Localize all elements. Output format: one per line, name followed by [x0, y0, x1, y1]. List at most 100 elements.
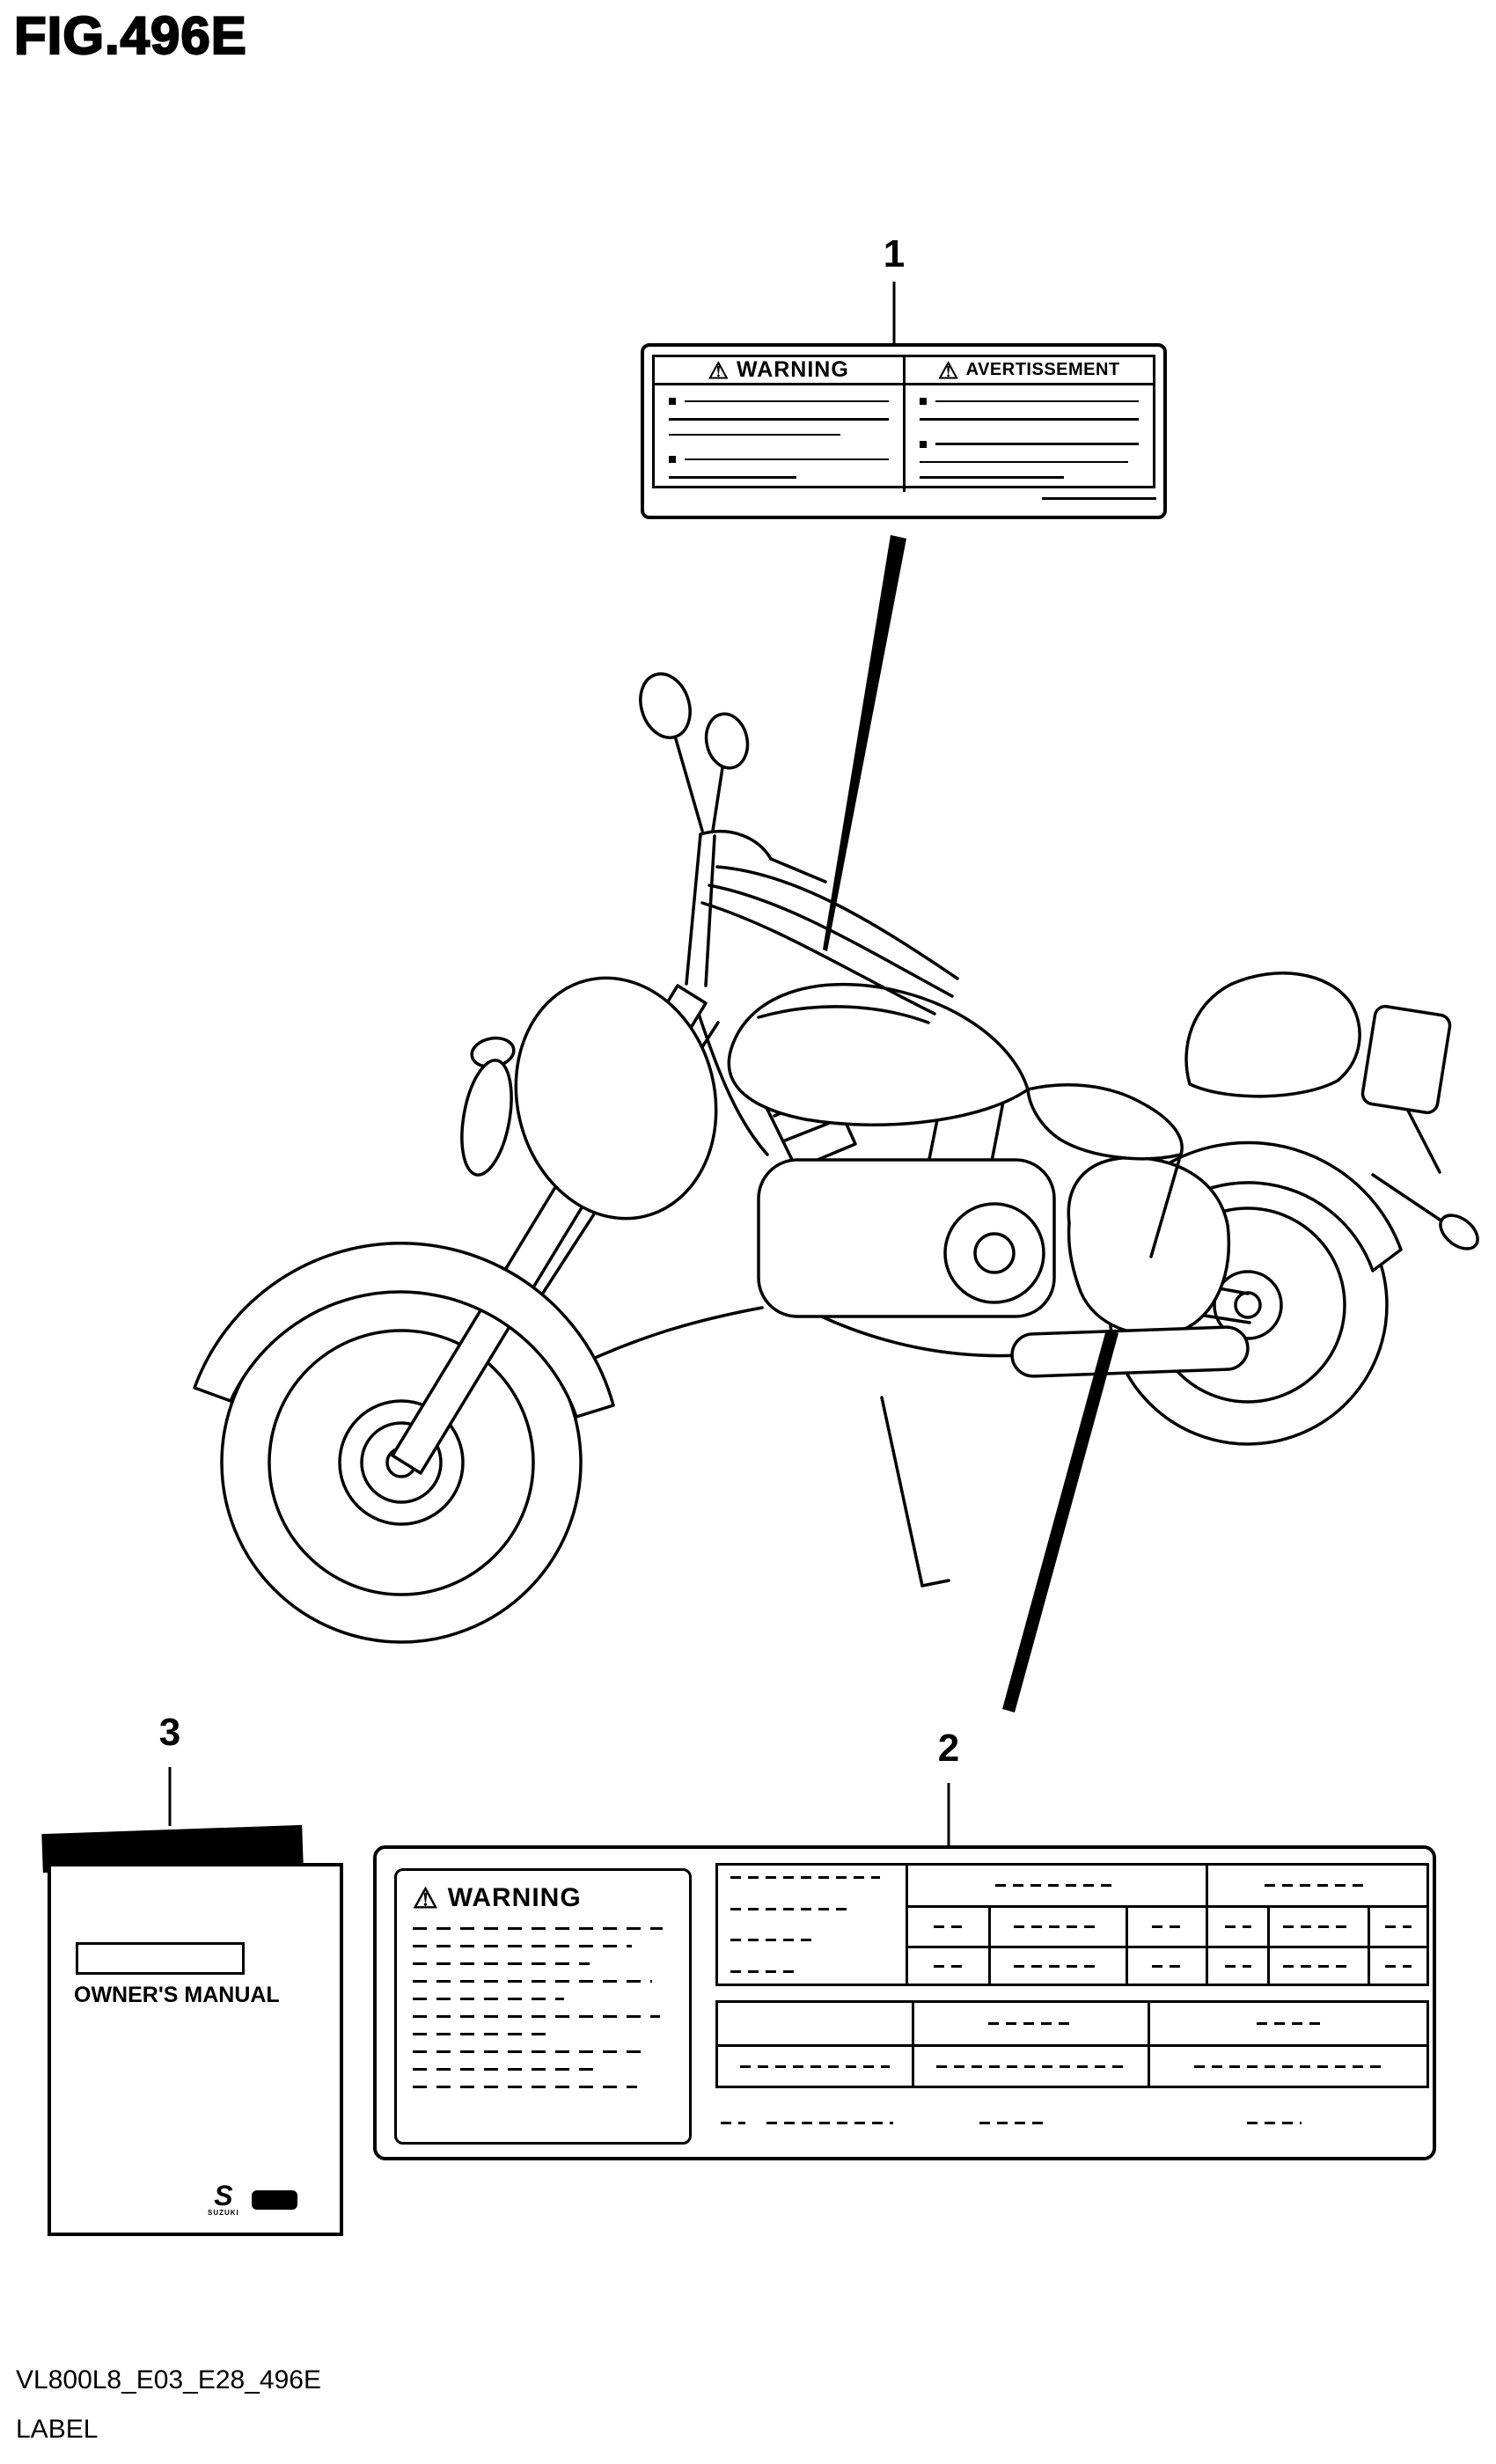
tire-table-rear-group [1206, 1866, 1426, 1984]
placeholder-text-line [1247, 2122, 1302, 2124]
placeholder-text-line [919, 460, 1140, 463]
warning-triangle-icon: ⚠ [937, 356, 959, 384]
placeholder-text-line [936, 2064, 1126, 2068]
placeholder-text-line [740, 2064, 890, 2068]
placeholder-text-line [413, 1998, 564, 2000]
placeholder-text-line [919, 418, 1139, 421]
kickstand [880, 1396, 950, 1588]
placeholder-text-line [730, 1907, 848, 1910]
warning-heading-en: ⚠ WARNING [655, 357, 903, 383]
placeholder-text-line [1224, 1925, 1251, 1928]
placeholder-text-line [1384, 1964, 1412, 1968]
tire-table-row-labels [718, 1866, 908, 1984]
placeholder-text-line [1224, 1964, 1251, 1968]
placeholder-text-line [413, 1945, 632, 1947]
callout-number-3: 3 [158, 1711, 181, 1754]
placeholder-text-line [919, 476, 1140, 479]
frame-downtube [695, 1007, 769, 1156]
placeholder-text-line [1265, 1884, 1370, 1887]
placeholder-text-line [995, 1884, 1118, 1887]
placeholder-text-line [987, 2022, 1074, 2025]
passenger-seat [1184, 972, 1361, 1098]
warning-triangle-icon: ⚠ [413, 1882, 439, 1914]
placeholder-text-line [413, 2015, 661, 2018]
placeholder-text-line [730, 1939, 817, 1942]
tire-spec-table-upper [715, 1863, 1429, 1986]
tire-warning-heading: WARNING [447, 1883, 582, 1912]
placeholder-text-line [730, 1876, 880, 1879]
warning-heading-fr: ⚠ AVERTISSEMENT [902, 356, 1154, 384]
side-panel [1067, 1155, 1231, 1337]
muffler [1010, 1325, 1250, 1378]
bullet-icon [919, 398, 927, 405]
tire-warning-box: ⚠ WARNING [394, 1868, 692, 2145]
placeholder-text-line [413, 2068, 601, 2071]
placeholder-text-line [1283, 1964, 1354, 1968]
bullet-icon [919, 440, 927, 448]
placeholder-signature-line [1042, 497, 1156, 500]
suzuki-wordmark: SUZUKI [208, 2208, 239, 2217]
mirrors [639, 672, 750, 832]
placeholder-text-line [919, 440, 1139, 448]
manual-cover-page: OWNER'S MANUAL S SUZUKI [48, 1863, 343, 2236]
footer-label: LABEL [16, 2415, 99, 2444]
manual-title-window [76, 1942, 245, 1975]
warning-label-inner-panel: ⚠ WARNING ⚠ AVERTISSEMENT [652, 355, 1155, 492]
warning-text-column-fr [902, 385, 1154, 492]
suzuki-s-mark: S [214, 2180, 233, 2211]
placeholder-text-line [766, 2122, 893, 2124]
placeholder-text-line [919, 398, 1139, 405]
placeholder-text-line [669, 476, 889, 479]
placeholder-text-line [413, 1927, 664, 1930]
callout-number-2: 2 [937, 1727, 960, 1770]
tire-table-front-group [908, 1866, 1206, 1984]
placeholder-text-line [979, 2122, 1046, 2124]
bullet-icon [669, 398, 676, 405]
placeholder-text-line [721, 2122, 745, 2124]
leader-wedge-1 [823, 535, 906, 951]
placeholder-text-line [730, 1969, 794, 1973]
placeholder-text-line [1257, 2022, 1320, 2025]
front-fender [193, 1242, 615, 1419]
tire-spec-table-lower [715, 2000, 1429, 2088]
fuel-tank [727, 982, 1030, 1126]
placeholder-text-line [1014, 1925, 1103, 1928]
headlight-cowl [514, 976, 718, 1221]
warning-triangle-icon: ⚠ [708, 356, 730, 384]
suzuki-logo: S SUZUKI [208, 2180, 239, 2217]
warning-heading-en-text: WARNING [736, 357, 849, 382]
exhaust-pipe [812, 1311, 1023, 1358]
placeholder-text-line [933, 1964, 964, 1968]
tire-information-label: ⚠ WARNING [373, 1845, 1436, 2160]
placeholder-text-line [933, 1925, 964, 1928]
warning-text-column-en [655, 385, 903, 492]
placeholder-text-line [669, 456, 889, 463]
owners-manual-title: OWNER'S MANUAL [74, 1983, 280, 2007]
leader-wedge-2 [1002, 1330, 1118, 1712]
placeholder-text-line [1384, 1925, 1412, 1928]
page-title: FIG.496E [13, 5, 247, 66]
warning-label: ⚠ WARNING ⚠ AVERTISSEMENT [641, 343, 1167, 519]
placeholder-text-line [413, 1980, 653, 1983]
placeholder-text-line [413, 1962, 590, 1965]
callout-number-1: 1 [883, 232, 906, 275]
placeholder-text-line [669, 433, 889, 436]
bullet-icon [669, 456, 676, 463]
placeholder-text-line [413, 2050, 648, 2053]
handlebar [685, 830, 827, 987]
placeholder-text-line [1151, 1964, 1182, 1968]
owners-manual-label: OWNER'S MANUAL S SUZUKI [41, 1822, 345, 2238]
warning-heading-fr-text: AVERTISSEMENT [965, 360, 1120, 379]
footer-code: VL800L8_E03_E28_496E [16, 2365, 321, 2394]
fork-cover [460, 1059, 513, 1177]
placeholder-text-line [1151, 1925, 1182, 1928]
placeholder-text-line [669, 398, 889, 405]
logo-badge [251, 2189, 297, 2210]
placeholder-text-line [413, 2086, 637, 2088]
placeholder-text-line [1283, 1925, 1354, 1928]
placeholder-text-line [1014, 1964, 1103, 1968]
rider-seat [1026, 1082, 1184, 1161]
placeholder-text-line [669, 418, 889, 421]
tire-label-bottom-row [715, 2102, 1429, 2145]
